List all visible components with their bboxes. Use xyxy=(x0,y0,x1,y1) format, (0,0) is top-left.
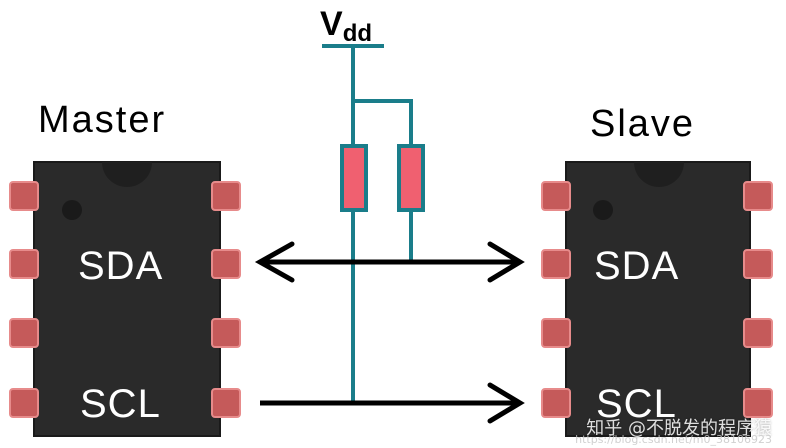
chip-notch-icon xyxy=(102,162,152,187)
bidirectional-arrow-left-icon xyxy=(254,241,295,283)
vdd-label: Vdd xyxy=(320,5,372,47)
master-left-pins xyxy=(9,181,39,418)
watermark-text: 知乎 @不脱发的程序猿 xyxy=(586,418,772,439)
slave-sda-label: SDA xyxy=(594,244,679,288)
watermark-url: https://blog.csdn.net/m0_38106923 xyxy=(575,433,772,446)
slave-title: Slave xyxy=(590,103,695,145)
vdd-main: V xyxy=(320,5,343,43)
chip-notch-icon xyxy=(634,162,684,187)
bidirectional-arrow-right-icon xyxy=(487,241,525,283)
master-title: Master xyxy=(38,99,166,141)
pull-up-resistor-left xyxy=(340,144,368,212)
vdd-sub: dd xyxy=(343,20,372,47)
master-chip: SDA SCL xyxy=(9,161,241,437)
master-sda-label: SDA xyxy=(78,244,163,288)
master-scl-label: SCL xyxy=(80,382,161,426)
slave-chip: SDA SCL xyxy=(541,161,773,437)
slave-scl-label: SCL xyxy=(596,382,677,426)
pull-up-resistor-right xyxy=(397,144,425,212)
master-right-pins xyxy=(211,181,241,418)
slave-right-pins xyxy=(743,181,773,418)
right-arrow-icon xyxy=(487,382,525,424)
slave-left-pins xyxy=(541,181,571,418)
pin1-dot-icon xyxy=(62,200,82,220)
pin1-dot-icon xyxy=(593,200,613,220)
